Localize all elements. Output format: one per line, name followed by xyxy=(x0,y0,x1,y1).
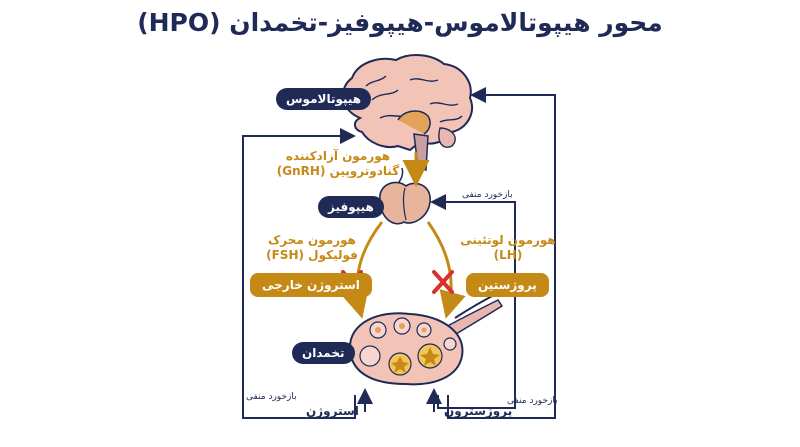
ovary-label: تخمدان xyxy=(292,342,355,364)
lh-label: هورمون لوتئینی (LH) xyxy=(458,233,558,263)
block-x-right-icon xyxy=(432,270,454,294)
pituitary-label: هیپوفیز xyxy=(318,196,384,218)
fsh-label-line2: فولیکول (FSH) xyxy=(266,248,358,262)
feedback-right-bottom-label: بازخورد منفی xyxy=(507,396,558,406)
progesterone-output-label: پروژسترون xyxy=(444,404,513,418)
feedback-loop-right-outer xyxy=(447,87,556,419)
gnrh-label: هورمون آزادکننده گنادوتروپین (GnRH) xyxy=(268,149,408,179)
external-estrogen-badge: استروژن خارجی xyxy=(250,273,372,297)
lh-label-line2: (LH) xyxy=(493,248,523,262)
brain-illustration xyxy=(342,54,473,171)
fsh-label-line1: هورمون محرک xyxy=(268,233,356,247)
gnrh-label-line1: هورمون آزادکننده xyxy=(285,149,391,163)
ovary-illustration xyxy=(348,291,504,386)
progestin-badge: پروژستین xyxy=(466,273,549,297)
feedback-right-top-label: بازخورد منفی xyxy=(462,190,513,200)
lh-label-line1: هورمون لوتئینی xyxy=(460,233,556,247)
page-title: محور هیپوتالاموس-هیپوفیز-تخمدان (HPO) xyxy=(137,8,663,37)
feedback-left-label: بازخورد منفی xyxy=(246,392,297,402)
fsh-label: هورمون محرک فولیکول (FSH) xyxy=(262,233,362,263)
gnrh-label-line2: گنادوتروپین (GnRH) xyxy=(276,164,400,178)
hypothalamus-label: هیپوتالاموس xyxy=(276,88,372,110)
feedback-loop-left xyxy=(242,128,356,419)
lh-arrow xyxy=(426,221,466,319)
estrogen-output-label: استروژن xyxy=(306,404,359,418)
fsh-arrow xyxy=(342,221,384,319)
